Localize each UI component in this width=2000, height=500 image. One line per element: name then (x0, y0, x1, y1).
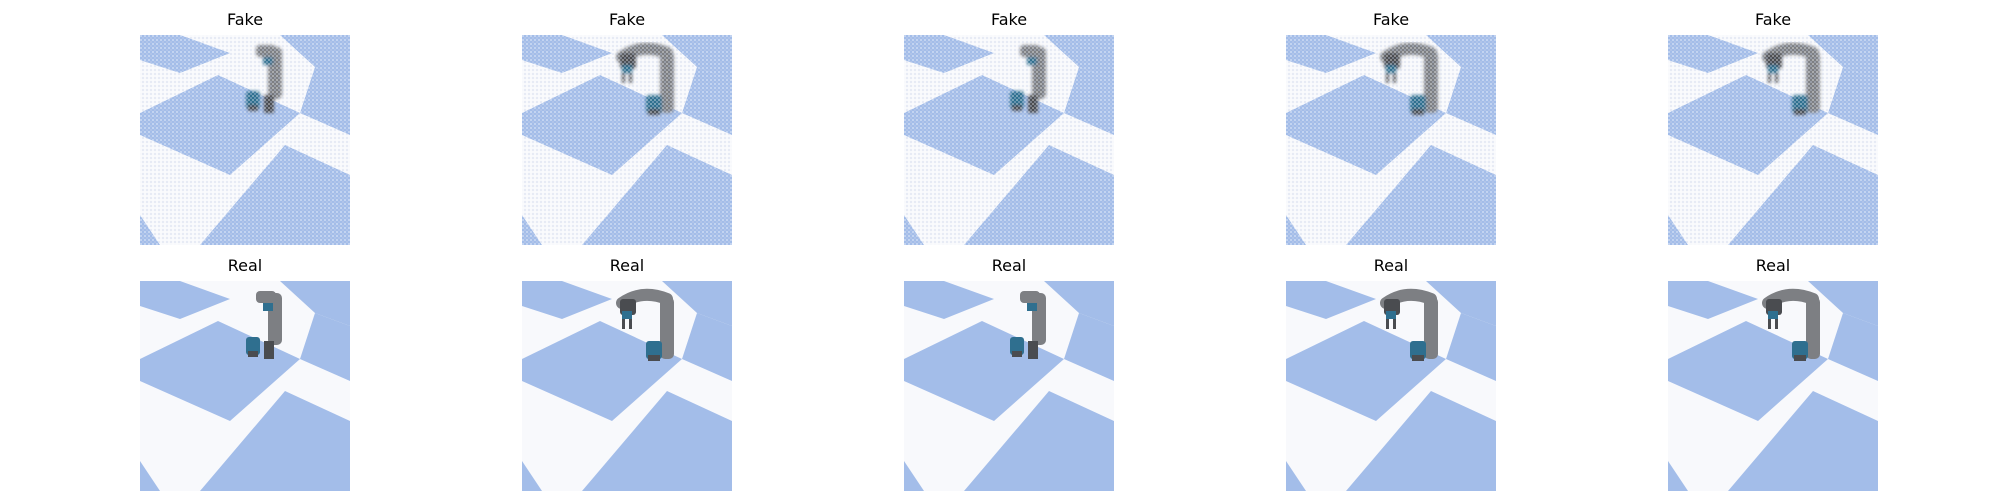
panel-title: Real (991, 256, 1027, 275)
floor-tile (1346, 391, 1496, 491)
floor-tile (1286, 321, 1446, 421)
floor-tile (904, 281, 994, 319)
panel-title: Fake (608, 10, 646, 29)
real-image (1668, 281, 1878, 491)
floor-tile (1044, 281, 1114, 326)
noise-overlay (140, 35, 350, 245)
generated-image (1286, 35, 1496, 245)
floor-tile (1728, 391, 1878, 491)
floor-tile (522, 281, 612, 319)
floor-tile (522, 321, 682, 421)
robot-arm (1762, 288, 1820, 361)
panel-title: Real (227, 256, 263, 275)
floor-tile (1446, 313, 1496, 381)
floor-tile (682, 313, 732, 381)
panel-title: Real (1373, 256, 1409, 275)
floor-tile (1286, 281, 1376, 319)
fake-panel-3: Fake (904, 10, 1114, 245)
noise-overlay (904, 35, 1114, 245)
fake-panel-5: Fake (1668, 10, 1878, 245)
real-image (904, 281, 1114, 491)
floor-tile (1064, 313, 1114, 381)
panel-title: Fake (226, 10, 264, 29)
fake-panel-4: Fake (1286, 10, 1496, 245)
panel-title: Fake (1372, 10, 1410, 29)
floor-tile (1668, 321, 1828, 421)
floor-tile (280, 281, 350, 326)
real-panel-5: Real (1668, 256, 1878, 491)
real-panel-3: Real (904, 256, 1114, 491)
floor-tile (1668, 281, 1758, 319)
real-image (522, 281, 732, 491)
robot-arm (1010, 291, 1046, 359)
panel-title: Fake (990, 10, 1028, 29)
floor-tile (200, 391, 350, 491)
robot-arm (616, 288, 674, 361)
noise-overlay (1668, 35, 1878, 245)
generated-image (140, 35, 350, 245)
robot-arm (1380, 288, 1438, 361)
floor-tile (522, 461, 542, 491)
floor-tile (1808, 281, 1878, 326)
floor-tile (1828, 313, 1878, 381)
real-panel-2: Real (522, 256, 732, 491)
floor-tile (1426, 281, 1496, 326)
floor-tile (964, 391, 1114, 491)
panel-title: Real (1755, 256, 1791, 275)
floor-tile (140, 281, 230, 319)
robot-arm (246, 291, 282, 359)
floor-tile (1286, 461, 1306, 491)
real-panel-1: Real (140, 256, 350, 491)
noise-overlay (522, 35, 732, 245)
generated-image (1668, 35, 1878, 245)
generated-image (904, 35, 1114, 245)
real-image (140, 281, 350, 491)
panel-title: Real (609, 256, 645, 275)
floor-tile (582, 391, 732, 491)
fake-panel-2: Fake (522, 10, 732, 245)
floor-tile (662, 281, 732, 326)
floor-tile (904, 461, 924, 491)
real-panel-4: Real (1286, 256, 1496, 491)
panel-title: Fake (1754, 10, 1792, 29)
floor-tile (1668, 461, 1688, 491)
real-image (1286, 281, 1496, 491)
fake-panel-1: Fake (140, 10, 350, 245)
floor-tile (300, 313, 350, 381)
noise-overlay (1286, 35, 1496, 245)
generated-image (522, 35, 732, 245)
floor-tile (140, 461, 160, 491)
